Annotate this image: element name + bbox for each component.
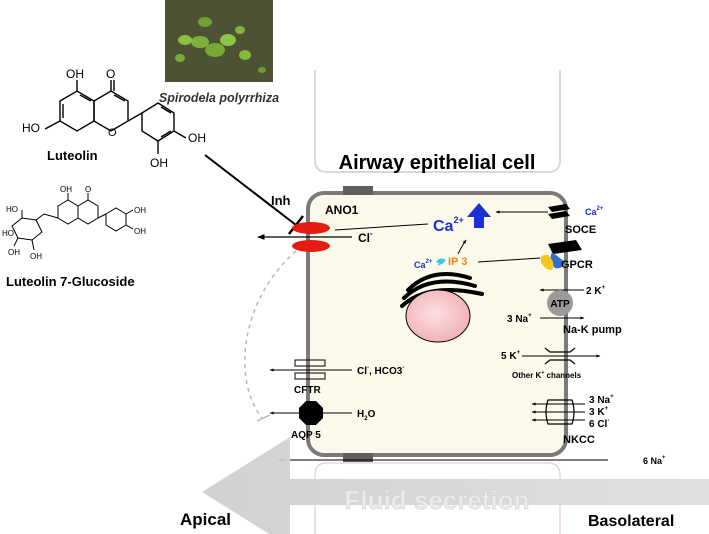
fluid-secretion-arrow (202, 437, 709, 534)
cftr-label: CFTR (294, 385, 321, 396)
fluid-secretion-label: Fluid secretion (345, 485, 530, 515)
luteolin-o-ring: O (108, 127, 117, 139)
er-ca-label: Ca2+ (414, 259, 433, 270)
duckweed-photo (165, 0, 273, 82)
soce-channel-bottom (548, 211, 570, 219)
glucoside-oh-b2: OH (30, 252, 42, 261)
soce-ca-label: Ca2+ (585, 206, 604, 217)
nkcc-na-label: 3 Na+ (589, 394, 614, 406)
luteolin-o-top: O (106, 67, 115, 81)
na3-label: 3 Na+ (507, 313, 532, 325)
cftr-channel-top (294, 359, 326, 367)
luteolin-ho-left: HO (22, 121, 40, 135)
cell-title: Airway epithelial cell (339, 152, 536, 174)
organism-name: Spirodela polyrrhiza (159, 91, 279, 105)
ano1-label: ANO1 (325, 203, 359, 217)
nucleus (405, 289, 471, 343)
ano1-channel-bottom (292, 240, 330, 252)
neighbor-cell-top (314, 70, 561, 173)
luteolin-structure (44, 80, 187, 154)
ca-label: Ca2+ (433, 215, 464, 235)
atp-pump (547, 290, 573, 316)
k5-label: 5 K+ (501, 350, 521, 362)
soce-label: SOCE (565, 224, 596, 236)
glucoside-ho-1: HO (6, 205, 18, 214)
nak-pump-label: Na-K pump (563, 324, 622, 336)
k2-label: 2 K+ (586, 285, 606, 297)
ca-to-ano1-line (334, 223, 429, 231)
nkcc-k-label: 3 K+ (589, 406, 609, 418)
inhibition-line (204, 154, 297, 226)
basolateral-label: Basolateral (588, 513, 674, 530)
luteolin-oh-bottom: OH (150, 156, 168, 170)
neighbor-cell-bottom (314, 462, 561, 534)
luteolin-glucoside-structure (11, 193, 134, 251)
apical-label: Apical (180, 510, 231, 529)
nkcc-cl-label: 6 Cl- (589, 418, 609, 430)
luteolin-oh-top: OH (66, 67, 84, 81)
glucoside-oh-right1: OH (134, 206, 146, 215)
glucoside-oh-right2: OH (134, 227, 146, 236)
aqp5-label: AQP 5 (291, 430, 321, 441)
ano1-cl-label: Cl- (358, 229, 373, 245)
nkcc-label: NKCC (563, 434, 595, 446)
soce-channel-top (548, 204, 570, 212)
k-channel (544, 347, 576, 365)
luteolin-oh-right: OH (188, 131, 206, 145)
ip3-to-er-arrow (437, 261, 445, 266)
glucoside-ho-2: HO (2, 229, 14, 238)
glucoside-oh-b1: OH (8, 248, 20, 257)
tight-junction-top (343, 186, 373, 195)
atp-label: ATP (550, 299, 570, 310)
fluid-feedback-dashed (244, 250, 297, 419)
na6-label: 6 Na+ (643, 455, 666, 466)
h2o-label: H2O (357, 409, 376, 422)
gpcr-label: GPCR (561, 259, 593, 271)
glucoside-oh-top1: OH (60, 185, 72, 194)
other-k-label: Other K+ channels (512, 370, 582, 380)
er-to-ca-arrow (457, 239, 467, 255)
cftr-ion-label: Cl-, HCO3- (357, 365, 404, 377)
gpcr-to-ip3-line (477, 257, 541, 263)
inh-label: Inh (271, 193, 291, 208)
tight-junction-bottom (343, 453, 373, 462)
nkcc-transporter (545, 399, 575, 425)
ip3-label: IP 3 (448, 256, 467, 268)
luteolin-label: Luteolin (47, 148, 98, 163)
ano1-channel-top (292, 222, 330, 234)
gpcr-protein-yellow (540, 254, 554, 270)
glucoside-o-top: O (85, 185, 91, 194)
glucoside-label: Luteolin 7-Glucoside (6, 274, 135, 289)
gpcr-protein-blue (550, 252, 565, 269)
gpcr-receptor (548, 240, 582, 254)
feedback-bar (256, 414, 271, 422)
ca-increase-arrow (467, 203, 491, 228)
cftr-channel-bottom (294, 372, 326, 380)
